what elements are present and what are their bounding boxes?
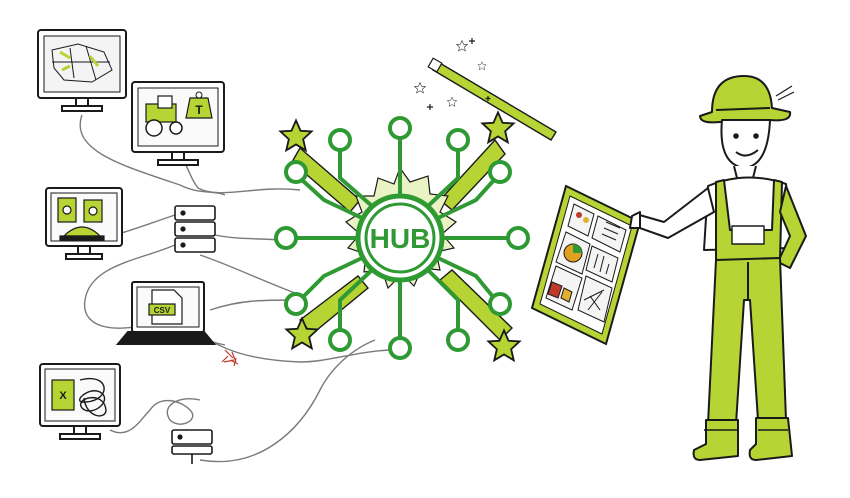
circuit-nodes	[274, 116, 530, 360]
spreadsheet-label: X	[59, 390, 67, 402]
shooting-star-icon	[481, 111, 515, 144]
hub-label: HUB	[370, 223, 431, 254]
server-icon	[174, 205, 216, 253]
tangled-scribble-icon	[79, 377, 107, 417]
csv-file-label: CSV	[154, 306, 171, 315]
weight-label: T	[195, 103, 203, 117]
magic-wand-icon	[427, 57, 557, 141]
left-arm	[633, 187, 715, 239]
farmer-figure	[629, 75, 807, 461]
map-monitor	[37, 29, 127, 112]
right-boot	[748, 417, 793, 461]
fertilizer-monitor	[45, 187, 123, 260]
shooting-star-icon	[279, 119, 313, 152]
hub: HUB	[274, 116, 530, 360]
left-boot	[692, 419, 739, 461]
spreadsheet-icon: X	[51, 379, 75, 411]
fertilizer-icon	[57, 197, 103, 223]
shooting-star-icon	[487, 329, 521, 362]
circuit-traces	[294, 136, 510, 340]
router-icon	[171, 429, 213, 464]
farmer-head	[720, 119, 771, 169]
dashboard-widgets	[545, 203, 627, 323]
map-icon	[51, 43, 113, 83]
tractor-icon	[145, 95, 183, 137]
spreadsheet-monitor: X	[39, 363, 121, 440]
scale-icon	[59, 226, 105, 241]
csv-file-icon: CSV	[148, 289, 183, 325]
tractor-monitor: T	[131, 81, 225, 166]
csv-laptop: CSV	[115, 281, 217, 345]
weight-icon: T	[185, 91, 213, 119]
frayed-red-wire	[221, 349, 239, 367]
sparkles	[414, 38, 491, 110]
hat	[699, 75, 792, 124]
dashboard-tablet	[530, 184, 642, 346]
shooting-stars	[279, 111, 521, 362]
